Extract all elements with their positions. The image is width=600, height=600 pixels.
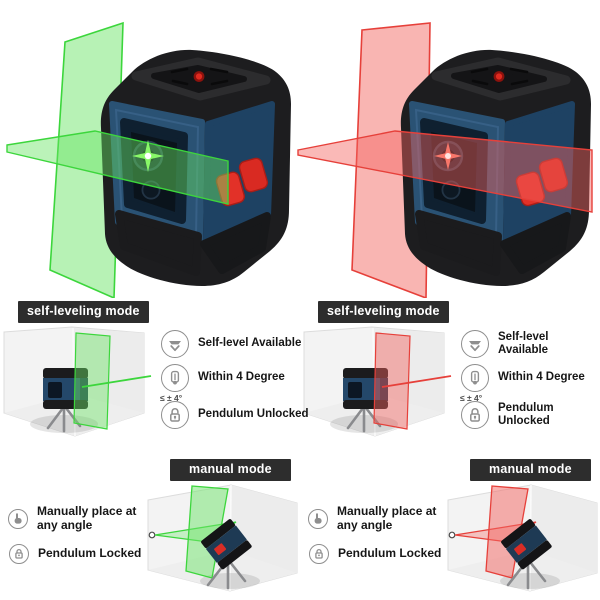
feature-self-level: Self-level Available <box>461 330 600 358</box>
feature-pendulum-unlocked: Pendulum Unlocked <box>461 401 600 429</box>
manual-mode-label-red: manual mode <box>470 459 591 481</box>
lock-icon <box>309 544 329 564</box>
red-vertical-laser <box>373 332 411 430</box>
green-vertical-laser <box>73 332 111 430</box>
feature-text: Self-level Available <box>498 330 549 356</box>
green-horizontal-laser <box>81 375 152 388</box>
unlock-icon <box>161 401 189 429</box>
mini-tripod <box>46 406 82 433</box>
mini-laser-device <box>343 368 388 409</box>
product-photo-red <box>297 22 593 298</box>
pendulum-icon: ≤ ± 4° <box>160 364 189 403</box>
feature-pendulum-locked: Pendulum Locked <box>309 544 441 564</box>
red-horizontal-laser-plane <box>297 130 593 213</box>
product-photo-green <box>6 21 291 298</box>
feature-within-4-degree: ≤ ± 4° Within 4 Degree <box>160 364 285 403</box>
green-horizontal-laser-plane <box>6 130 229 205</box>
pendulum-icon: ≤ ± 4° <box>460 364 489 403</box>
angle-caption: ≤ ± 4° <box>160 393 183 403</box>
laser-origin-marker <box>448 531 456 539</box>
angle-caption: ≤ ± 4° <box>460 393 483 403</box>
feature-text: Within 4 Degree <box>198 371 285 384</box>
feature-manual-place: Manually place at any angle <box>308 504 455 533</box>
product-photos <box>6 21 600 298</box>
self-leveling-room-red <box>303 326 452 437</box>
feature-pendulum-unlocked: Pendulum Unlocked <box>161 401 309 429</box>
green-vertical-laser-plane <box>49 21 124 298</box>
feature-within-4-degree: ≤ ± 4° Within 4 Degree <box>460 364 585 403</box>
feature-text: Pendulum Unlocked <box>198 408 309 421</box>
lock-icon <box>9 544 29 564</box>
feature-manual-place: Manually place at any angle <box>8 504 155 533</box>
feature-text: Manually place at any angle <box>37 504 137 532</box>
feature-text: Manually place at any angle <box>337 504 437 532</box>
feature-pendulum-locked: Pendulum Locked <box>9 544 141 564</box>
self-leveling-mode-label-red: self-leveling mode <box>318 301 449 323</box>
hand-icon <box>308 508 328 529</box>
feature-text: Within 4 Degree <box>498 371 585 384</box>
feature-text: Pendulum Locked <box>38 546 142 561</box>
unlock-icon <box>461 401 489 429</box>
feature-text: Self-level Available <box>198 337 302 350</box>
red-laser-sparkle <box>434 142 462 170</box>
feature-self-level: Self-level Available <box>161 330 301 358</box>
mini-laser-device-tilted <box>201 519 252 570</box>
manual-room-green <box>147 484 298 592</box>
red-horizontal-laser <box>381 375 452 388</box>
mini-laser-device-tilted <box>501 519 552 570</box>
green-laser-sparkle <box>132 140 164 172</box>
manual-room-red <box>447 484 598 592</box>
mini-tripod <box>346 406 382 433</box>
self-level-icon <box>461 330 489 358</box>
laser-origin-marker <box>148 531 156 539</box>
feature-text: Pendulum Unlocked <box>498 401 554 427</box>
self-leveling-room-green <box>3 326 152 437</box>
hand-icon <box>8 508 28 529</box>
mini-laser-device <box>43 368 88 409</box>
feature-text: Pendulum Locked <box>338 546 442 561</box>
manual-mode-label-green: manual mode <box>170 459 291 481</box>
self-leveling-mode-label-green: self-leveling mode <box>18 301 149 323</box>
self-level-icon <box>161 330 189 358</box>
